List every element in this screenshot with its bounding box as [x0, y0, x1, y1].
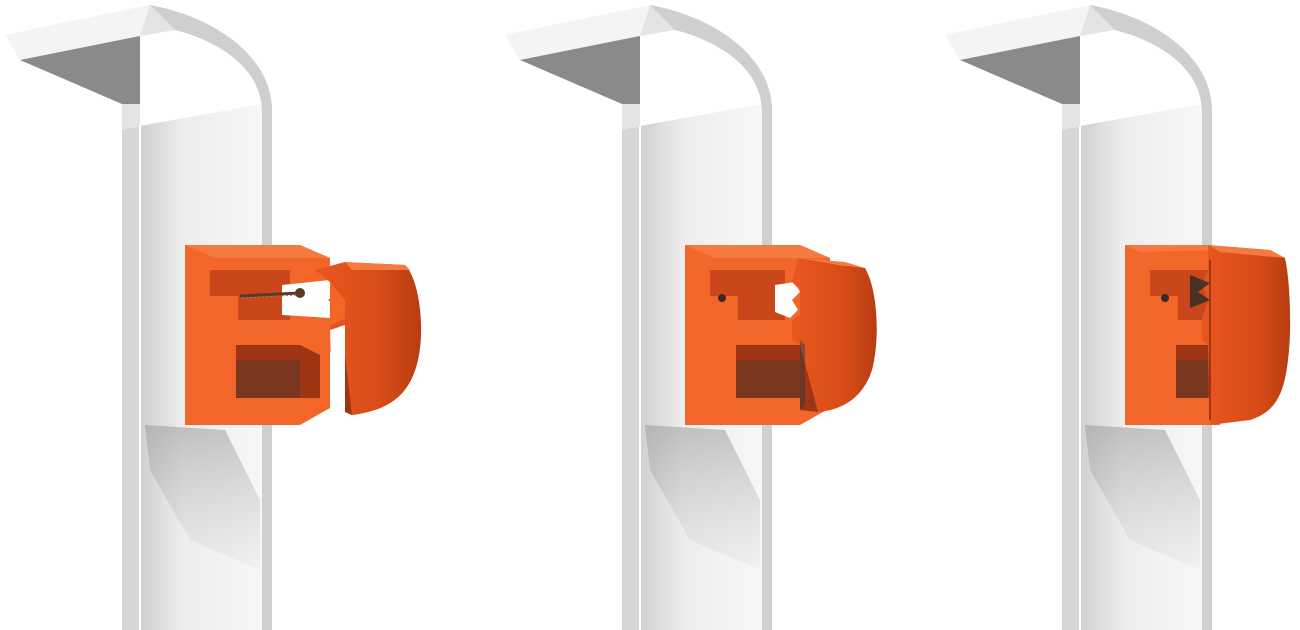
post-side — [122, 126, 140, 630]
post-with-closed-clip-illustration — [940, 0, 1300, 630]
screw-head — [295, 288, 305, 298]
screw-head — [1161, 294, 1169, 302]
post-side — [622, 126, 640, 630]
step-2-half-closed-clip — [500, 0, 940, 630]
clip-cap-closed — [1202, 245, 1290, 425]
screw-head — [718, 294, 726, 302]
step-1-open-clip — [0, 0, 440, 630]
post-with-half-closed-clip-illustration — [500, 0, 940, 630]
post-with-open-clip-illustration — [0, 0, 440, 630]
step-3-closed-clip — [940, 0, 1300, 630]
post-side — [1062, 126, 1080, 630]
